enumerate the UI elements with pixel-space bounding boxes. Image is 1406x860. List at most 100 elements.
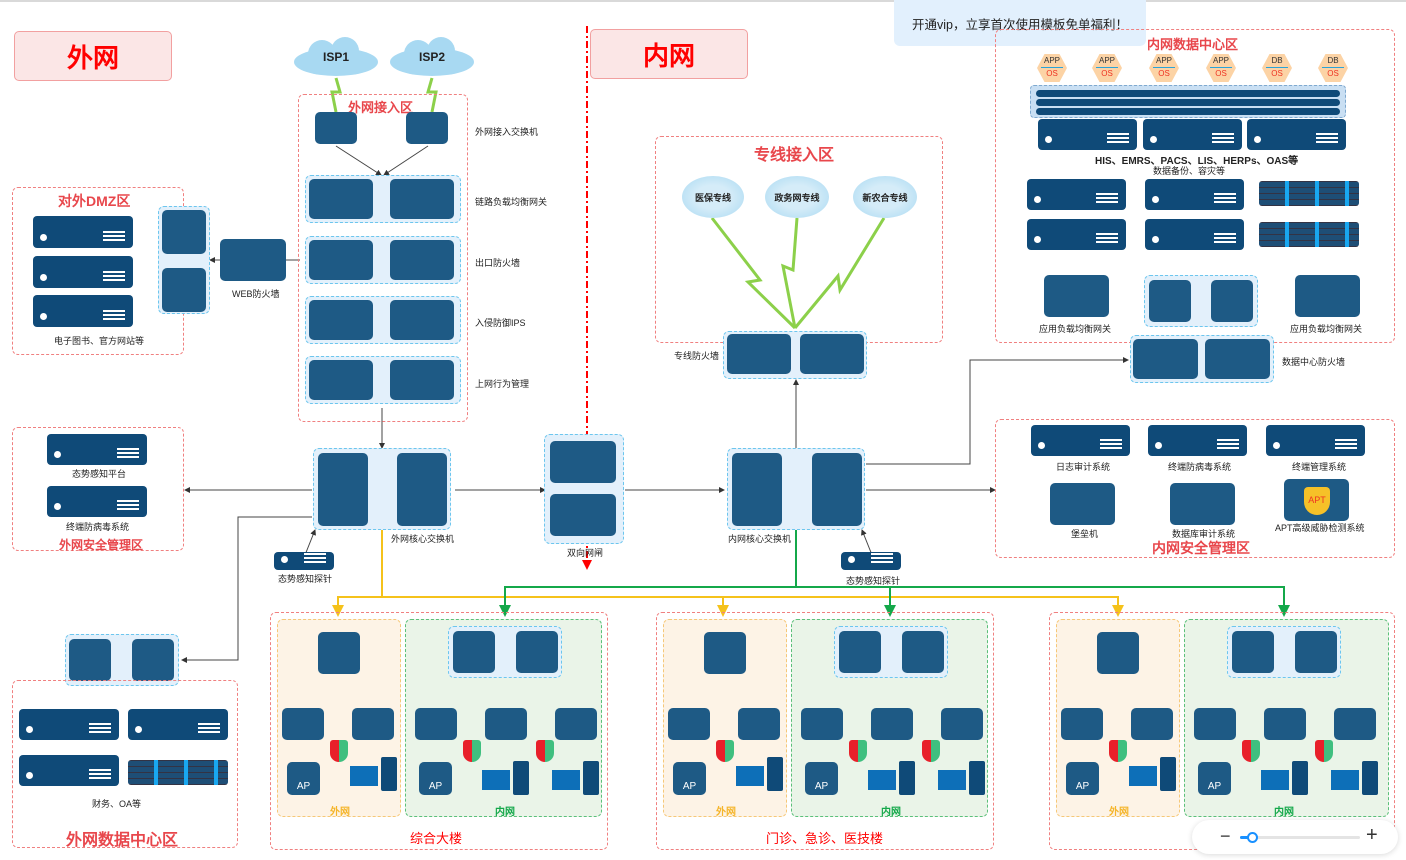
dc-fw-1[interactable]: [1133, 339, 1198, 379]
dc-switch-1[interactable]: [1149, 280, 1191, 322]
inner-dc-server[interactable]: [1038, 119, 1137, 150]
dmz-switch-1[interactable]: [162, 210, 206, 254]
inner-aggregation-switch[interactable]: [902, 631, 944, 673]
inner-security-item: 终端防病毒系统: [1168, 462, 1232, 472]
endpoint-mgmt-system[interactable]: [1266, 425, 1365, 456]
inner-aggregation-switch[interactable]: [453, 631, 495, 673]
inner-dc-storage[interactable]: [1259, 222, 1359, 247]
outer-access-switch[interactable]: [738, 708, 780, 740]
behavior-mgmt-1[interactable]: [309, 360, 373, 400]
inner-access-switch[interactable]: [1334, 708, 1376, 740]
outer-access-switch-1[interactable]: [315, 112, 357, 144]
dmz-switch-2[interactable]: [162, 268, 206, 312]
wifi-ap-icon[interactable]: AP: [287, 762, 320, 795]
zoom-slider-handle[interactable]: [1247, 832, 1258, 843]
wifi-ap-icon[interactable]: AP: [419, 762, 452, 795]
zoom-slider-track[interactable]: [1240, 832, 1360, 843]
ips-2[interactable]: [390, 300, 454, 340]
outer-dc-server[interactable]: [19, 755, 119, 786]
outer-dc-switch-2[interactable]: [132, 639, 174, 681]
link-lb-1[interactable]: [309, 179, 373, 219]
wifi-ap-icon[interactable]: AP: [805, 762, 838, 795]
app-lb-right[interactable]: [1295, 275, 1360, 317]
outer-dc-server[interactable]: [128, 709, 228, 740]
inner-access-switch[interactable]: [555, 708, 597, 740]
outer-aggregation-switch[interactable]: [704, 632, 746, 674]
outer-core-switch-1[interactable]: [318, 453, 368, 526]
inner-core-switch-2[interactable]: [812, 453, 862, 526]
vip-promo-banner[interactable]: 开通vip，立享首次使用模板免单福利！: [894, 0, 1146, 46]
outer-dc-title: 外网数据中心区: [66, 832, 179, 849]
dc-switch-2[interactable]: [1211, 280, 1253, 322]
dc-fw-2[interactable]: [1205, 339, 1270, 379]
leased-fw-1[interactable]: [727, 334, 791, 374]
layer-label: 外网接入交换机: [475, 127, 539, 137]
inner-dc-server[interactable]: [1247, 119, 1346, 150]
inner-access-switch[interactable]: [415, 708, 457, 740]
building-name: 门诊、急诊、医技楼: [766, 831, 884, 846]
desktop-monitor-icon: [868, 770, 896, 790]
antivirus-shield-icon: [1315, 740, 1333, 762]
inner-access-switch[interactable]: [485, 708, 527, 740]
dmz-server[interactable]: [33, 216, 133, 248]
behavior-mgmt-2[interactable]: [390, 360, 454, 400]
dmz-server[interactable]: [33, 295, 133, 327]
app-lb-left[interactable]: [1044, 275, 1109, 317]
inner-probe[interactable]: [841, 552, 901, 570]
inner-dc-server[interactable]: [1027, 219, 1126, 250]
inner-aggregation-switch[interactable]: [1295, 631, 1337, 673]
inner-access-switch[interactable]: [1264, 708, 1306, 740]
outer-access-switch[interactable]: [352, 708, 394, 740]
db-audit-system[interactable]: [1170, 483, 1235, 525]
isp2-link: [426, 77, 438, 113]
outer-access-switch[interactable]: [668, 708, 710, 740]
inner-aggregation-switch[interactable]: [516, 631, 558, 673]
outer-access-switch-2[interactable]: [406, 112, 448, 144]
log-audit-system[interactable]: [1031, 425, 1130, 456]
inner-dc-server[interactable]: [1145, 219, 1244, 250]
leased-fw-2[interactable]: [800, 334, 864, 374]
link-lb-2[interactable]: [390, 179, 454, 219]
inner-core-switch-1[interactable]: [732, 453, 782, 526]
outer-dc-server[interactable]: [19, 709, 119, 740]
zoom-out-button[interactable]: −: [1220, 826, 1231, 846]
outer-access-switch[interactable]: [1131, 708, 1173, 740]
dmz-server[interactable]: [33, 256, 133, 288]
ips-1[interactable]: [309, 300, 373, 340]
zoom-in-button[interactable]: +: [1366, 824, 1378, 846]
inner-access-switch[interactable]: [941, 708, 983, 740]
outer-probe[interactable]: [274, 552, 334, 570]
egress-fw-1[interactable]: [309, 240, 373, 280]
gatekeeper-1[interactable]: [550, 441, 616, 483]
inner-access-switch[interactable]: [871, 708, 913, 740]
gatekeeper-2[interactable]: [550, 494, 616, 536]
inner-dc-server[interactable]: [1143, 119, 1242, 150]
inner-aggregation-switch[interactable]: [1232, 631, 1274, 673]
inner-dc-server[interactable]: [1027, 179, 1126, 210]
apt-detection-system[interactable]: APT: [1284, 479, 1349, 521]
inner-access-switch[interactable]: [1194, 708, 1236, 740]
outer-aggregation-switch[interactable]: [318, 632, 360, 674]
wifi-ap-icon[interactable]: AP: [1198, 762, 1231, 795]
inner-aggregation-switch[interactable]: [839, 631, 881, 673]
outer-access-switch[interactable]: [282, 708, 324, 740]
egress-fw-2[interactable]: [390, 240, 454, 280]
situation-awareness-platform[interactable]: [47, 434, 147, 465]
inner-dc-server[interactable]: [1145, 179, 1244, 210]
inner-dc-storage[interactable]: [1259, 181, 1359, 206]
wifi-ap-icon[interactable]: AP: [673, 762, 706, 795]
web-firewall[interactable]: [220, 239, 286, 281]
outer-core-switch-2[interactable]: [397, 453, 447, 526]
outer-access-switch[interactable]: [1061, 708, 1103, 740]
outer-dc-switch-1[interactable]: [69, 639, 111, 681]
outer-dc-storage[interactable]: [128, 760, 228, 785]
ap-label: AP: [296, 781, 311, 792]
wifi-ap-icon[interactable]: AP: [1066, 762, 1099, 795]
building-zone: [270, 612, 608, 850]
inner-access-switch[interactable]: [801, 708, 843, 740]
bastion-host[interactable]: [1050, 483, 1115, 525]
antivirus-system[interactable]: [47, 486, 147, 517]
inner-antivirus-system[interactable]: [1148, 425, 1247, 456]
outer-aggregation-switch[interactable]: [1097, 632, 1139, 674]
antivirus-shield-icon: [922, 740, 940, 762]
